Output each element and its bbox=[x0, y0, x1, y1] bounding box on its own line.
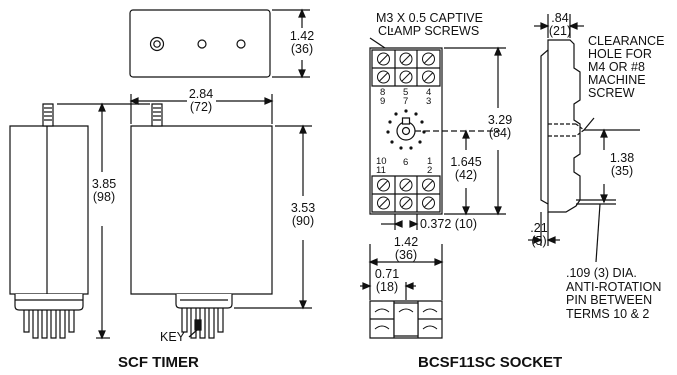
socket-height-label: 3.29 (84) bbox=[480, 114, 520, 140]
socket-center-height-mm: (42) bbox=[454, 168, 478, 182]
timer-height-total-label: 3.85 (98) bbox=[84, 178, 124, 204]
pin-note-line: ANTI-ROTATION bbox=[566, 279, 662, 294]
socket-pin-offset-mm: (5) bbox=[531, 234, 547, 248]
socket-screws-line2: CLAMP SCREWS bbox=[378, 24, 480, 38]
timer-top-view bbox=[130, 10, 310, 77]
socket-bottom-view bbox=[360, 244, 442, 338]
terminal-6: 6 bbox=[403, 157, 409, 168]
timer-height-total-value: 3.85 bbox=[91, 177, 117, 191]
socket-width-value: 1.42 bbox=[393, 235, 419, 249]
caption-timer: SCF TIMER bbox=[118, 354, 199, 371]
socket-rail-offset-label: 1.38 (35) bbox=[602, 152, 642, 178]
socket-rail-offset-value: 1.38 bbox=[609, 151, 635, 165]
socket-clearance-note: CLEARANCE HOLE FOR M4 OR #8 MACHINE SCRE… bbox=[588, 35, 664, 100]
terminal-9: 9 bbox=[380, 96, 386, 107]
socket-pin-note: .109 (3) DIA. ANTI-ROTATION PIN BETWEEN … bbox=[566, 266, 662, 321]
socket-pin-offset-value: .21 bbox=[530, 221, 548, 235]
socket-screws-line1: M3 X 0.5 CAPTIVE bbox=[376, 11, 483, 25]
terminal-3: 3 bbox=[426, 96, 432, 107]
timer-top-width-value: 1.42 bbox=[289, 29, 315, 43]
terminal-7: 7 bbox=[403, 96, 409, 107]
terminal-5: 5 bbox=[403, 87, 409, 98]
terminal-1: 1 bbox=[427, 156, 433, 167]
timer-side-view bbox=[10, 104, 88, 338]
socket-rail-offset-mm: (35) bbox=[610, 164, 634, 178]
socket-half-width-label: 0.71 (18) bbox=[367, 268, 407, 294]
socket-height-mm: (84) bbox=[488, 126, 512, 140]
socket-front-view bbox=[370, 28, 506, 230]
timer-top-width-label: 1.42 (36) bbox=[282, 30, 322, 56]
socket-half-width-mm: (18) bbox=[375, 280, 399, 294]
socket-depth-label: .84 (21) bbox=[540, 12, 580, 38]
socket-width-label: 1.42 (36) bbox=[386, 236, 426, 262]
terminal-10: 10 bbox=[376, 156, 387, 167]
terminal-4: 4 bbox=[426, 87, 432, 98]
socket-half-width-value: 0.71 bbox=[374, 267, 400, 281]
timer-width-mm: (72) bbox=[189, 100, 213, 114]
terminal-8: 8 bbox=[380, 87, 386, 98]
caption-socket: BCSF11SC SOCKET bbox=[418, 354, 563, 371]
socket-pin-offset-label: .21 (5) bbox=[526, 222, 552, 248]
timer-width-label: 2.84 (72) bbox=[181, 88, 221, 114]
clearance-line: HOLE FOR bbox=[588, 47, 652, 61]
timer-top-width-mm: (36) bbox=[290, 42, 314, 56]
pin-note-line: PIN BETWEEN bbox=[566, 293, 653, 307]
socket-width-mm: (36) bbox=[394, 248, 418, 262]
pin-note-line: .109 (3) DIA. bbox=[566, 266, 637, 280]
socket-height-value: 3.29 bbox=[487, 113, 513, 127]
clearance-line: SCREW bbox=[588, 86, 635, 100]
socket-center-height-label: 1.645 (42) bbox=[444, 156, 488, 182]
terminal-11: 11 bbox=[376, 165, 386, 176]
socket-side-view bbox=[528, 14, 640, 262]
pin-note-line: TERMS 10 & 2 bbox=[566, 306, 650, 321]
clearance-line: M4 OR #8 bbox=[588, 60, 645, 74]
terminal-2: 2 bbox=[427, 165, 433, 176]
clearance-line: CLEARANCE bbox=[588, 34, 665, 48]
clearance-line: MACHINE bbox=[588, 73, 646, 87]
socket-depth-value: .84 bbox=[551, 11, 569, 25]
socket-center-height-value: 1.645 bbox=[450, 155, 482, 169]
socket-bottom-offset-label: 0.372 (10) bbox=[420, 217, 477, 231]
timer-height-body-value: 3.53 bbox=[290, 201, 316, 215]
timer-front-view bbox=[57, 94, 312, 338]
socket-depth-mm: (21) bbox=[548, 24, 572, 38]
timer-height-body-mm: (90) bbox=[291, 214, 315, 228]
timer-width-value: 2.84 bbox=[188, 87, 214, 101]
timer-height-total-mm: (98) bbox=[92, 190, 116, 204]
timer-height-body-label: 3.53 (90) bbox=[282, 202, 324, 228]
timer-key-label: KEY bbox=[160, 330, 186, 344]
